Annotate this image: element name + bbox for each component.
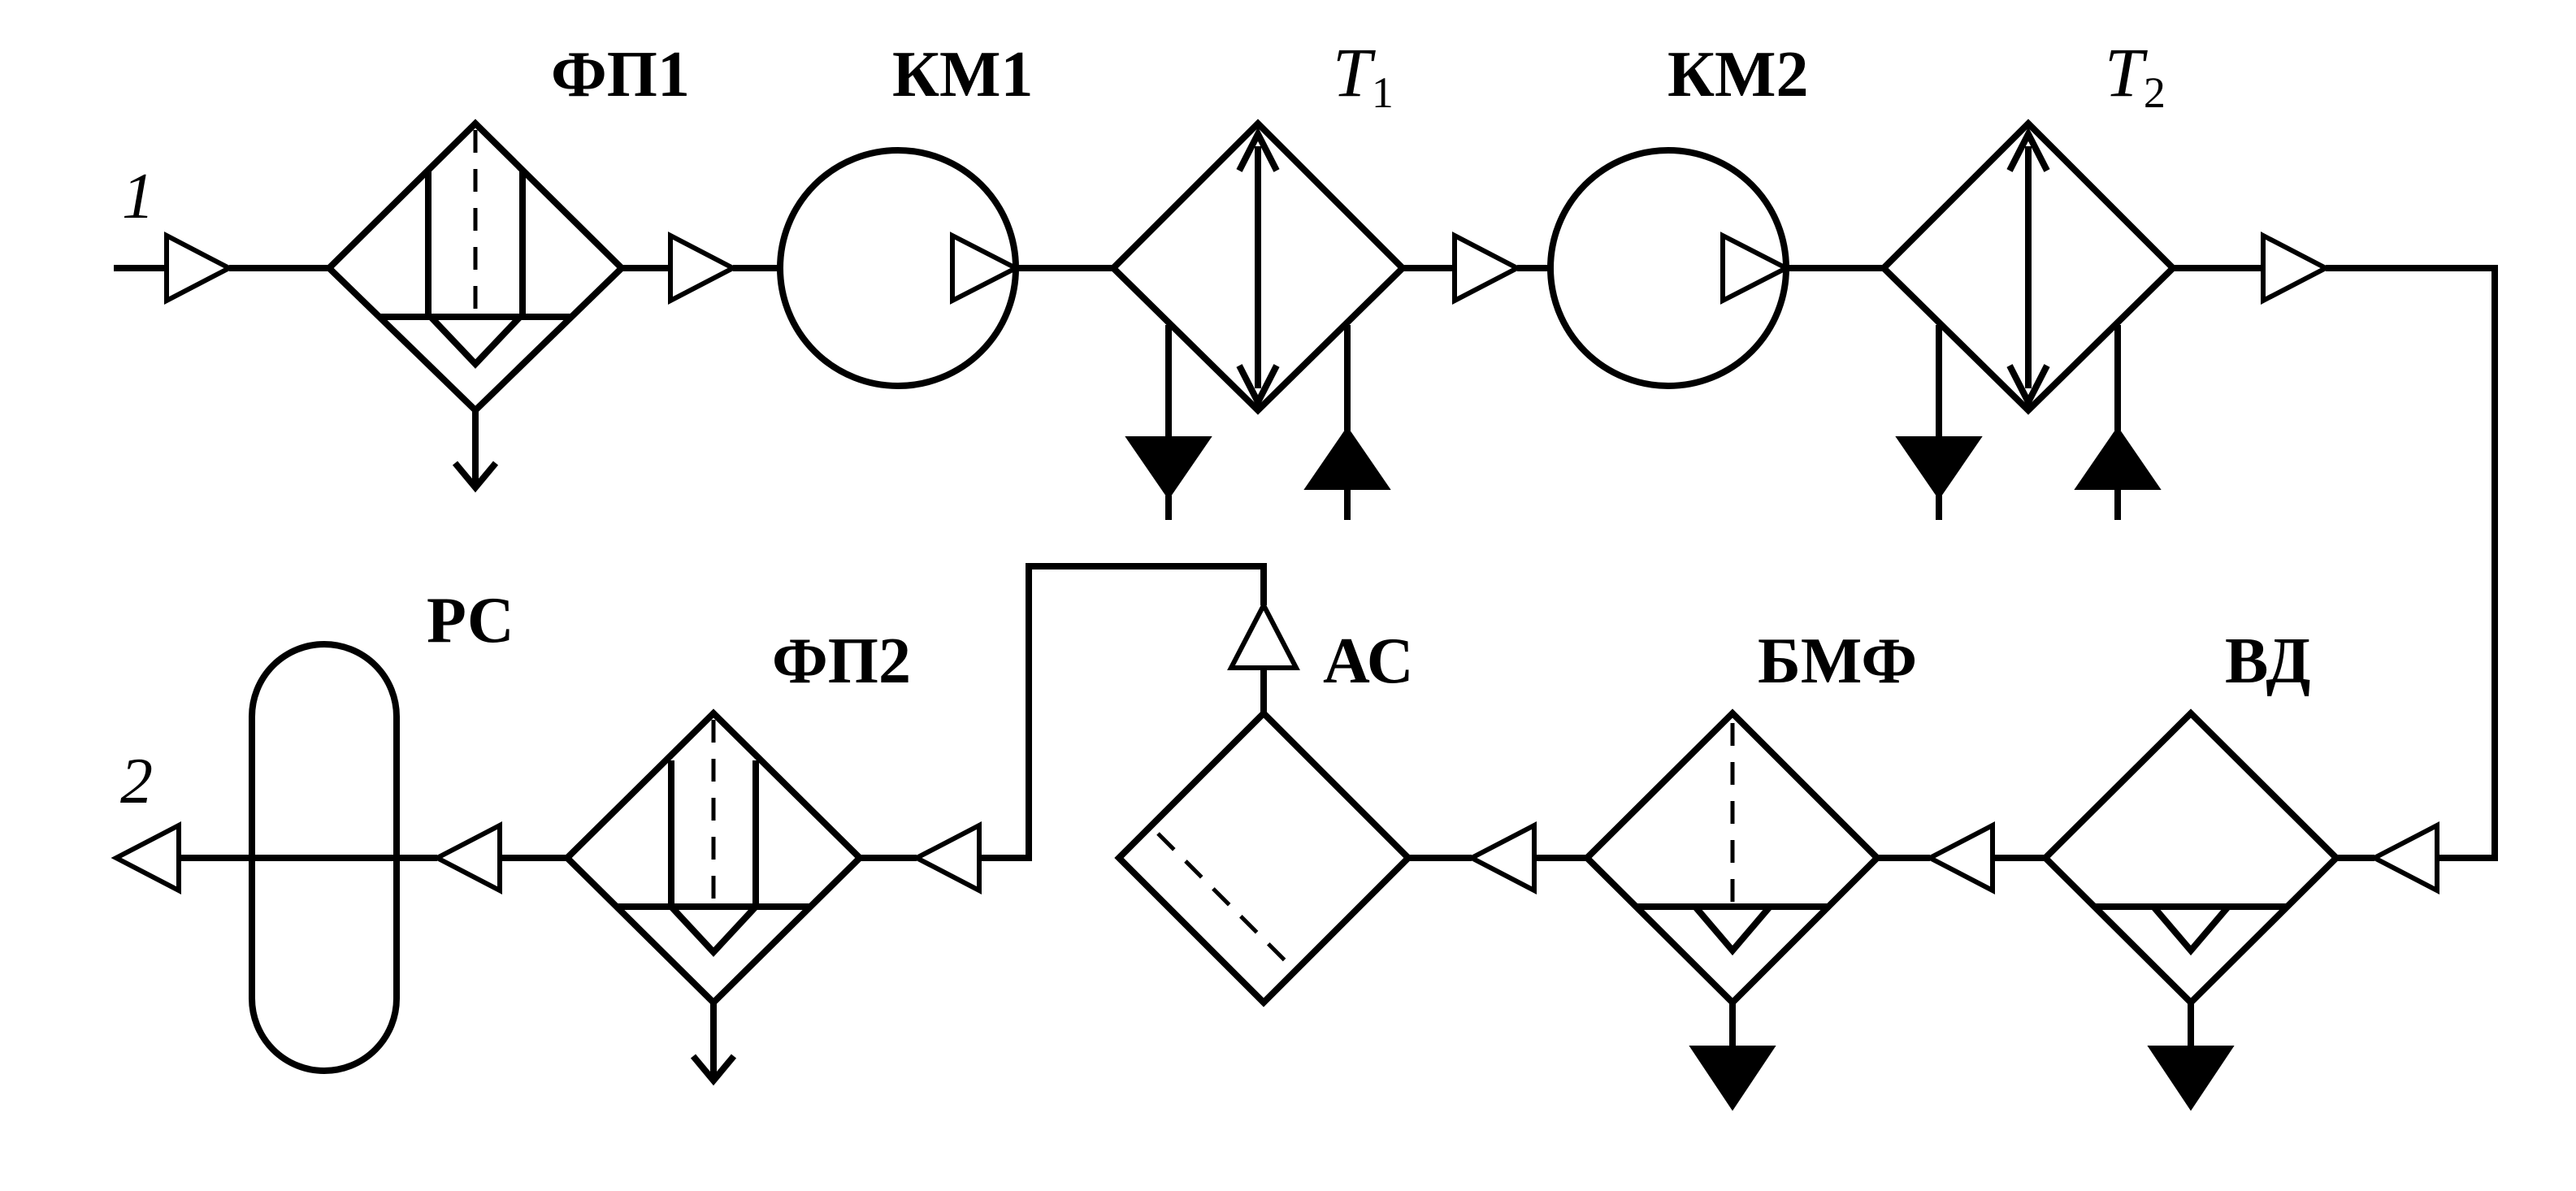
label-fp1: ФП1 — [551, 39, 690, 110]
filter-bmf — [1582, 708, 1882, 1111]
flow-arrow — [911, 821, 982, 894]
flow-arrow — [2261, 232, 2331, 305]
flow-arrow — [2369, 821, 2439, 894]
compressor-km2 — [1547, 147, 1792, 389]
label-output-stream: 2 — [120, 746, 153, 817]
flow-arrow — [1924, 821, 1995, 894]
compressor-km1 — [777, 147, 1021, 389]
outlet-flow-arrow — [111, 821, 181, 894]
label-km2: КМ2 — [1667, 39, 1809, 110]
inlet-flow-arrow — [164, 232, 235, 305]
flow-arrow — [1452, 232, 1523, 305]
filter-fp1 — [324, 119, 627, 493]
label-rs: РС — [427, 585, 514, 656]
label-vd: ВД — [2225, 626, 2310, 697]
adsorber-as — [979, 563, 1413, 1007]
label-t1: T1 — [1333, 33, 1394, 117]
bottom-row-flow — [111, 563, 2439, 1111]
label-km1: КМ1 — [892, 39, 1034, 110]
flow-arrow — [1466, 821, 1537, 894]
label-fp2: ФП2 — [772, 626, 911, 697]
heat-exchanger-t2 — [1879, 119, 2178, 520]
label-bmf: БМФ — [1758, 626, 1917, 697]
top-row-flow — [114, 119, 2498, 861]
label-t2: T2 — [2105, 33, 2166, 117]
flow-arrow — [668, 232, 739, 305]
label-as: АС — [1323, 626, 1414, 697]
moisture-separator-vd — [2040, 708, 2341, 1111]
filter-fp2 — [562, 708, 865, 1086]
return-pipe — [2326, 265, 2498, 861]
heat-exchanger-t1 — [1108, 119, 1407, 520]
flow-arrow — [432, 821, 502, 894]
label-input-stream: 1 — [122, 161, 154, 232]
